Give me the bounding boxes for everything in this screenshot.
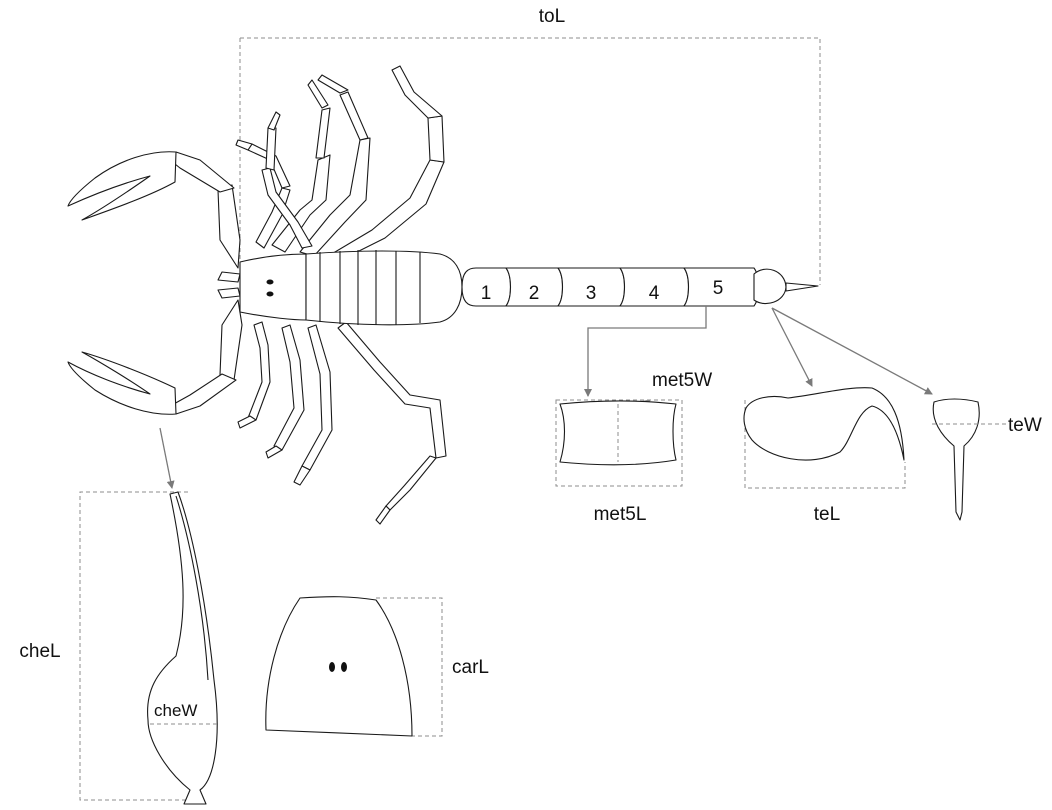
segment-label-3: 3: [586, 283, 597, 304]
segment-label-1: 1: [481, 283, 492, 304]
carapace-length-label: carL: [452, 657, 489, 678]
total-length-label: toL: [539, 6, 565, 27]
chela-length-label: cheL: [19, 641, 60, 662]
telson-width-label: teW: [1008, 415, 1042, 436]
telson-lateral-detail: teL: [744, 388, 905, 525]
total-length-box: toL: [240, 6, 820, 285]
segment-label-4: 4: [649, 283, 660, 304]
lower-pedipalp: [68, 300, 242, 414]
carapace-detail: carL: [266, 597, 489, 736]
metasoma-length-label: met5L: [594, 504, 647, 525]
segment-label-2: 2: [529, 283, 540, 304]
telson-dorsal-detail: teW: [932, 399, 1042, 520]
scorpion-body: [218, 250, 462, 325]
segment-label-5: 5: [713, 278, 724, 299]
metasoma-5-detail: met5W met5L: [556, 370, 712, 525]
metasoma-width-label: met5W: [652, 370, 712, 391]
chela-width-label: cheW: [154, 701, 197, 720]
chela-detail: cheL cheW: [19, 492, 220, 804]
telson-length-label: teL: [814, 504, 840, 525]
metasoma: 1 2 3 4 5: [462, 268, 818, 306]
upper-pedipalp: [68, 152, 240, 268]
